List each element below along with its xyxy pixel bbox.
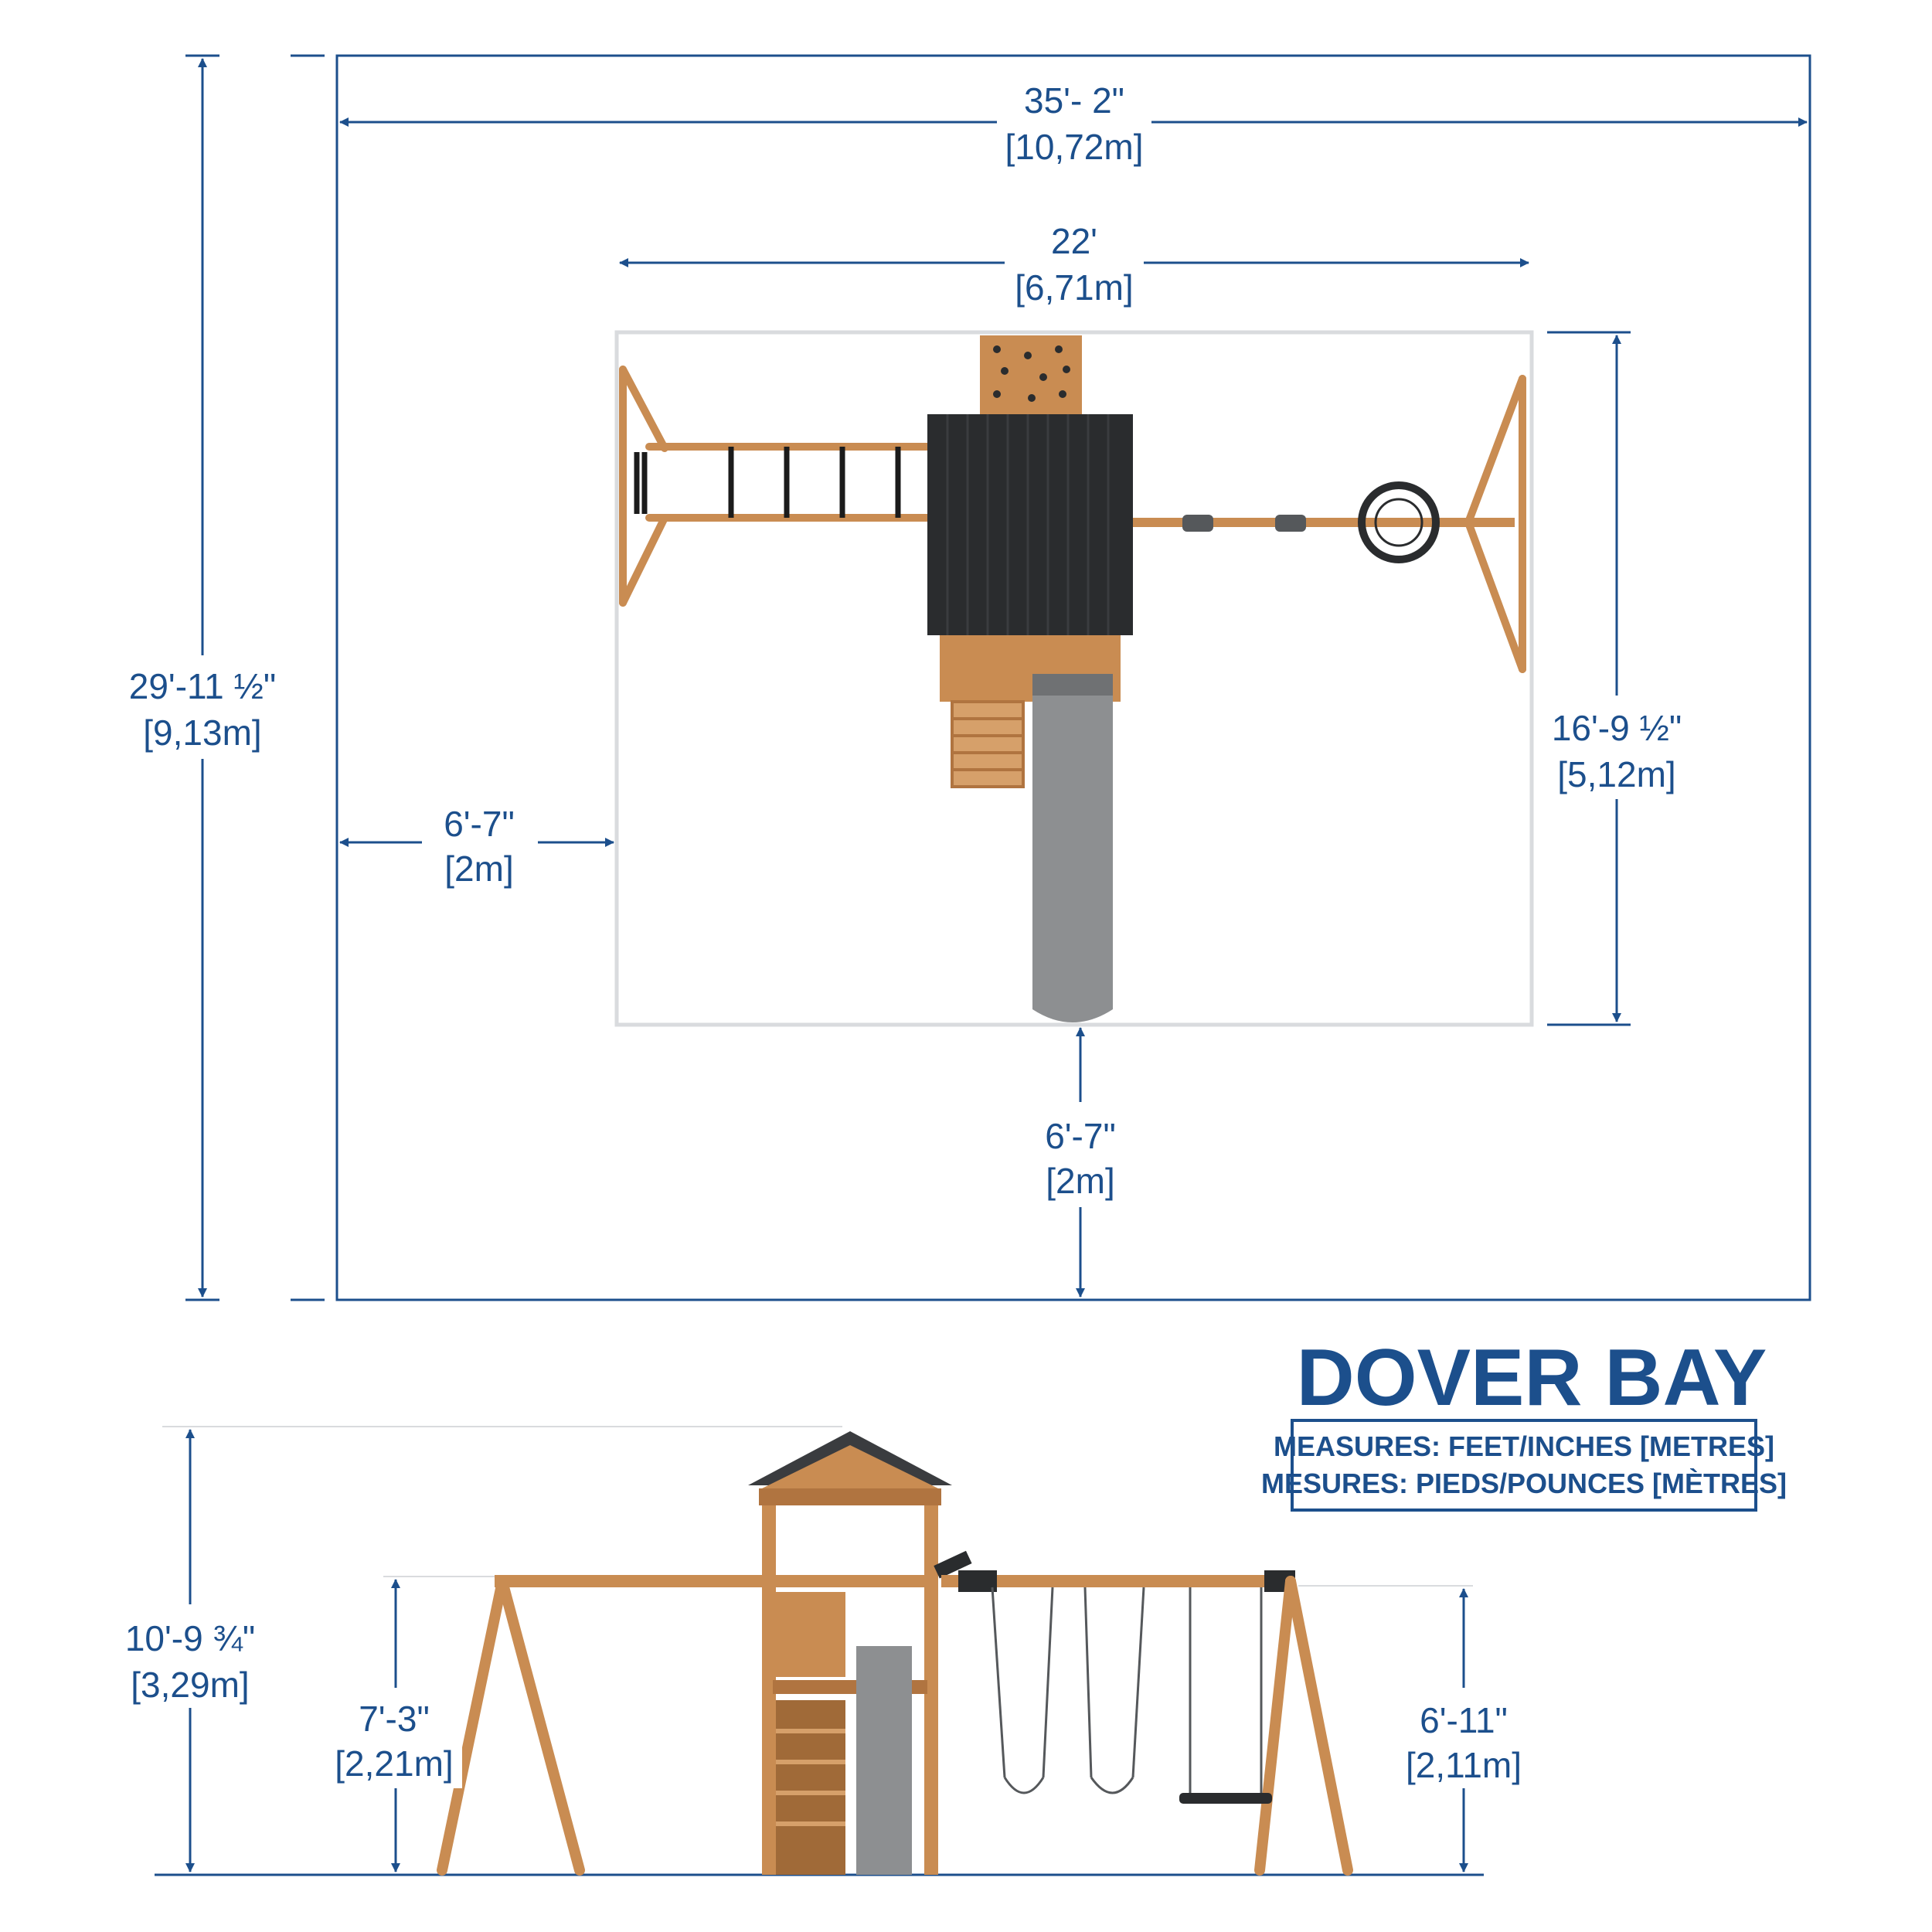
right-a-frame-top xyxy=(1464,375,1526,673)
roof-ridges xyxy=(946,414,1110,635)
roof-top xyxy=(927,414,1133,635)
product-title: DOVER BAY xyxy=(1297,1333,1767,1423)
legend-line-2: MESURES: PIEDS/POUNCES [MÈTRES] xyxy=(1261,1468,1787,1499)
slide-side xyxy=(856,1646,912,1875)
total-width-metric: [10,72m] xyxy=(1005,127,1144,167)
trapeze-bar xyxy=(1179,1793,1272,1804)
product-width-imperial: 22' xyxy=(1051,221,1097,261)
product-width-metric: [6,71m] xyxy=(1015,267,1133,308)
total-height-metric: [3,29m] xyxy=(131,1665,249,1705)
side-clearance-imperial: 6'-7" xyxy=(444,804,515,844)
play-area-boundary xyxy=(335,54,1811,1301)
right-a-frame-side xyxy=(1254,1576,1353,1876)
top-view: 35'- 2" [10,72m] 22' [6,71m] 29'-11 ½" [… xyxy=(124,54,1811,1301)
side-view: 10'-9 ¾" [3,29m] 7'-3" [2,21m] 6'-11" [2… xyxy=(121,1426,1530,1876)
belt-swings-side xyxy=(991,1587,1145,1794)
climbing-holds xyxy=(993,345,1070,402)
monkey-bar-height-imperial: 7'-3" xyxy=(359,1699,430,1739)
monkey-bar-rungs xyxy=(634,447,901,518)
front-clearance-metric: [2m] xyxy=(1046,1161,1114,1201)
swing-seats-top xyxy=(1182,515,1306,532)
left-a-frame-top xyxy=(619,366,931,607)
ladder-rungs-top xyxy=(952,717,1023,771)
saucer-swing-top xyxy=(1358,481,1440,563)
swing-beam-height-imperial: 6'-11" xyxy=(1420,1700,1508,1740)
monkey-bar-height-metric: [2,21m] xyxy=(335,1743,453,1784)
legend-box xyxy=(1291,1419,1757,1512)
slide-top xyxy=(1032,677,1113,1022)
telescope xyxy=(934,1550,972,1579)
swing-beam-height-metric: [2,11m] xyxy=(1406,1745,1522,1785)
title-block: DOVER BAY MEASURES: FEET/INCHES [METRES]… xyxy=(1261,1333,1787,1512)
product-footprint xyxy=(614,330,1534,1027)
side-clearance-metric: [2m] xyxy=(444,849,513,889)
trapeze-swing-side xyxy=(1189,1587,1263,1798)
total-depth-metric: [9,13m] xyxy=(143,713,261,753)
total-depth-imperial: 29'-11 ½" xyxy=(129,666,277,706)
total-width-imperial: 35'- 2" xyxy=(1024,80,1124,121)
product-depth-metric: [5,12m] xyxy=(1557,754,1675,794)
front-clearance-imperial: 6'-7" xyxy=(1045,1116,1116,1156)
legend-line-1: MEASURES: FEET/INCHES [METRES] xyxy=(1274,1430,1774,1462)
ladder-top xyxy=(951,700,1025,788)
slide-hood xyxy=(1032,674,1113,696)
left-a-frame-side xyxy=(437,1576,585,1876)
tower-side xyxy=(748,1431,952,1875)
product-depth-imperial: 16'-9 ½" xyxy=(1552,708,1682,748)
total-height-imperial: 10'-9 ¾" xyxy=(125,1618,255,1658)
